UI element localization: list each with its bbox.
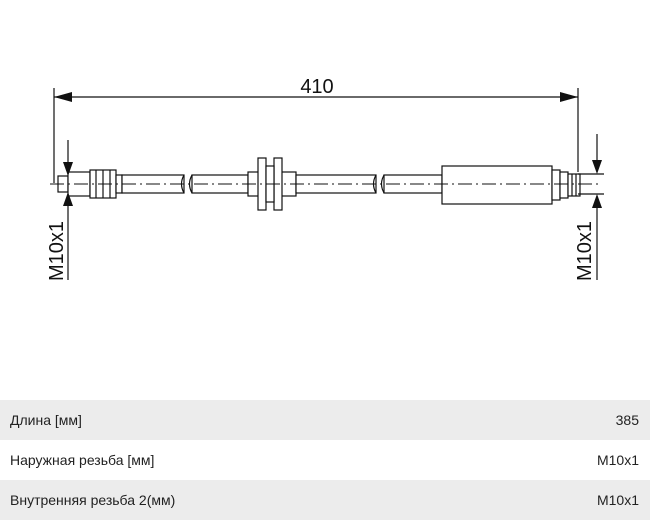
spec-row-external-thread: Наружная резьба [мм] M10x1	[0, 440, 650, 480]
dimension-arrow-right	[560, 92, 578, 102]
overall-length-label: 410	[300, 76, 333, 98]
left-thread-arrow-up	[63, 192, 73, 206]
brake-hose-drawing: 410	[46, 76, 604, 281]
right-fitting-sleeve	[441, 165, 553, 205]
right-fitting-ring	[559, 171, 569, 199]
spec-row-internal-thread: Внутренняя резьба 2(мм) M10x1	[0, 480, 650, 520]
right-thread-label: M10x1	[574, 221, 596, 281]
spec-value: M10x1	[596, 452, 639, 468]
spec-value: M10x1	[596, 492, 639, 508]
left-thread-label: M10x1	[46, 221, 68, 281]
spec-value: 385	[615, 412, 639, 428]
right-thread-arrow-up	[592, 194, 602, 208]
left-thread-arrow-down	[63, 162, 73, 176]
spec-label: Наружная резьба [мм]	[10, 452, 155, 468]
dimension-arrow-left	[54, 92, 72, 102]
right-thread-arrow-down	[592, 160, 602, 174]
right-fitting-ring	[551, 169, 561, 201]
right-fitting-tip	[567, 173, 581, 197]
spec-label: Длина [мм]	[10, 412, 82, 428]
spec-label: Внутренняя резьба 2(мм)	[10, 492, 176, 508]
spec-table: Длина [мм] 385 Наружная резьба [мм] M10x…	[0, 400, 650, 520]
spec-row-length: Длина [мм] 385	[0, 400, 650, 440]
